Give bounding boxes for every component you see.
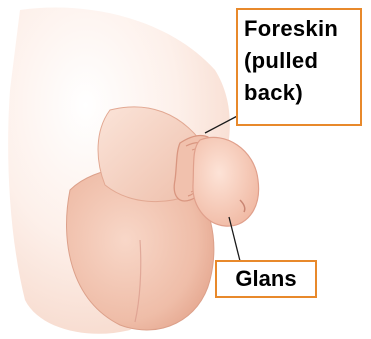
foreskin-label: Foreskin (pulled back) <box>236 8 362 126</box>
glans-shape <box>193 137 259 226</box>
glans-label: Glans <box>215 260 317 298</box>
